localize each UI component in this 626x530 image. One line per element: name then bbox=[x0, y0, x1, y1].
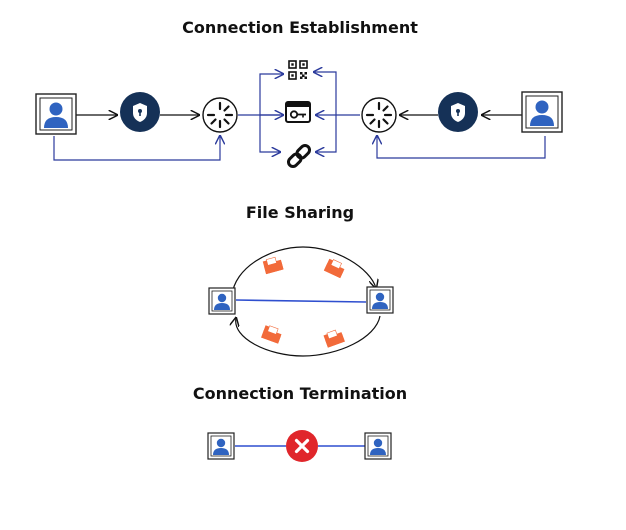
arrow-to-link-left bbox=[259, 115, 280, 152]
close-x-icon bbox=[286, 430, 318, 462]
arrow-user-to-loader-right bbox=[377, 136, 546, 159]
title-file-sharing: File Sharing bbox=[245, 203, 355, 222]
user-card-icon-termination-left bbox=[207, 432, 235, 460]
user-card-icon-left bbox=[35, 93, 77, 135]
user-card-icon-sharing-right bbox=[366, 286, 394, 314]
user-card-icon-termination-right bbox=[364, 432, 392, 460]
folder-icon-1 bbox=[261, 255, 285, 275]
qr-code-icon bbox=[288, 60, 308, 80]
user-card-icon-sharing-left bbox=[208, 287, 236, 315]
arrow-to-qr-left bbox=[259, 74, 283, 116]
folder-icon-4 bbox=[322, 327, 346, 349]
line-direct-sharing bbox=[235, 299, 367, 303]
arrow-to-link-right bbox=[316, 115, 337, 152]
folder-icon-2 bbox=[323, 257, 347, 279]
arc-top-sharing bbox=[231, 246, 376, 297]
browser-key-icon bbox=[285, 101, 311, 123]
shield-keyhole-icon-right bbox=[438, 92, 478, 132]
loading-spinner-icon-right bbox=[360, 96, 398, 134]
user-card-icon-right bbox=[521, 91, 563, 133]
folder-icon-3 bbox=[260, 323, 284, 345]
arc-bottom-sharing bbox=[236, 315, 381, 357]
chain-link-icon bbox=[286, 143, 312, 169]
title-connection-establishment: Connection Establishment bbox=[182, 18, 418, 37]
shield-keyhole-icon-left bbox=[120, 92, 160, 132]
title-connection-termination: Connection Termination bbox=[192, 384, 408, 403]
arrow-to-qr-right bbox=[314, 72, 337, 115]
loading-spinner-icon-left bbox=[201, 96, 239, 134]
arrow-user-to-loader-left bbox=[53, 136, 220, 161]
